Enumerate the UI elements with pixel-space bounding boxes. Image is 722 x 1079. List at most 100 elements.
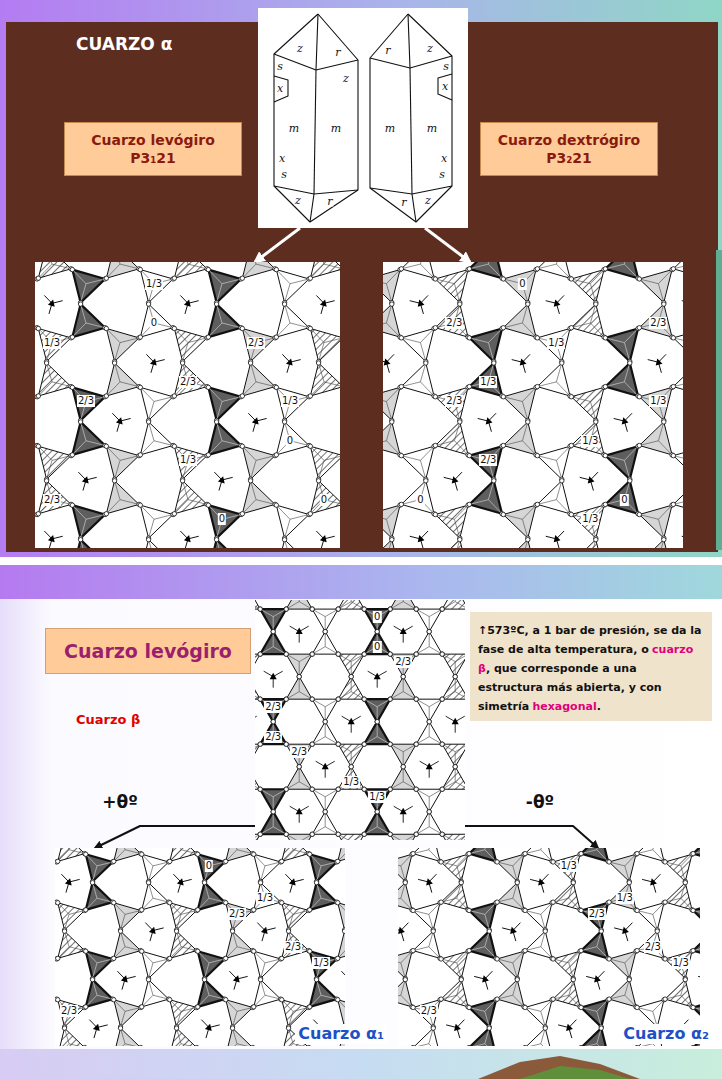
height-label: 1/3 — [581, 513, 599, 525]
height-label: 2/3 — [264, 701, 282, 713]
structure-title: Cuarzo α₁ — [295, 1024, 387, 1044]
rotation-label: -θº — [526, 792, 554, 812]
face-letter: x — [441, 81, 449, 92]
height-label: 1/3 — [312, 957, 330, 969]
height-label: 2/3 — [284, 941, 302, 953]
height-label: 0 — [218, 513, 226, 525]
height-label: 1/3 — [368, 791, 386, 803]
height-label: 1/3 — [547, 337, 565, 349]
heading-box: Cuarzo levógiro — [45, 628, 251, 674]
height-label: 0 — [518, 278, 526, 290]
face-letter: s — [276, 61, 284, 72]
connector-arrow — [465, 826, 598, 848]
height-label: 2/3 — [228, 908, 246, 920]
height-label: 1/3 — [281, 395, 299, 407]
height-label: 1/3 — [479, 376, 497, 388]
height-label: 2/3 — [588, 908, 606, 920]
face-letter: x — [278, 153, 286, 164]
structure-projection: 0 2/3 2/3 1/3 1/3 2/3 1/3 1/3 2/3 0 0 1/3 — [383, 262, 683, 548]
face-letter: z — [426, 43, 434, 54]
note-box: ↑573ºC, a 1 bar de presión, se da la fas… — [470, 612, 712, 721]
slide-body — [0, 599, 722, 1049]
note-text: hexagonal — [532, 700, 596, 713]
tetrahedra-framework — [255, 600, 465, 840]
height-label: 1/3 — [672, 957, 690, 969]
species-name: Cuarzo dextrógiro P3₂21 — [487, 131, 651, 167]
slide-footer — [0, 1049, 722, 1079]
connector-arrow — [95, 826, 255, 848]
height-label: 0 — [150, 317, 158, 329]
slide-title: CUARZO α — [76, 34, 172, 54]
height-label: 0 — [620, 494, 628, 506]
face-letter: x — [440, 153, 448, 164]
height-label: 2/3 — [420, 1005, 438, 1017]
height-label: 2/3 — [445, 317, 463, 329]
crystal-picture — [258, 8, 468, 228]
height-label: 2/3 — [479, 454, 497, 466]
height-label: 0 — [373, 641, 381, 653]
structure-title: Cuarzo α₂ — [620, 1024, 712, 1044]
height-label: 1/3 — [256, 892, 274, 904]
tetrahedra-framework — [383, 262, 683, 548]
face-letter: r — [384, 45, 391, 56]
face-letter: z — [342, 73, 350, 84]
slide-bar — [0, 565, 722, 599]
height-label: 2/3 — [445, 395, 463, 407]
face-letter: r — [326, 196, 333, 207]
height-label: 1/3 — [179, 454, 197, 466]
height-label: 0 — [205, 860, 213, 872]
height-label: 2/3 — [394, 656, 412, 668]
height-label: 1/3 — [581, 435, 599, 447]
height-label: 2/3 — [247, 337, 265, 349]
rotation-label: +θº — [102, 792, 138, 812]
slide-gap — [0, 557, 722, 565]
species-box: Cuarzo levógiro P3₁21 — [64, 122, 242, 176]
height-label: 2/3 — [43, 494, 61, 506]
height-label: 2/3 — [179, 376, 197, 388]
height-label: 2/3 — [649, 317, 667, 329]
height-label: 1/3 — [560, 860, 578, 872]
face-letter: m — [384, 123, 396, 134]
crystal-drawing: zrzsxmmxszrrzsxmmxszr — [258, 8, 468, 228]
slide-frame — [0, 0, 722, 557]
face-letter: r — [400, 197, 407, 208]
height-label: 2/3 — [644, 941, 662, 953]
height-label: 2/3 — [264, 731, 282, 743]
face-letter: m — [426, 123, 438, 134]
height-label: 1/3 — [649, 395, 667, 407]
face-letter: m — [330, 123, 342, 134]
height-label: 2/3 — [60, 1005, 78, 1017]
species-box: Cuarzo dextrógiro P3₂21 — [480, 122, 658, 176]
structure-projection: Cuarzo α₂1/31/32/32/31/32/3 — [398, 848, 700, 1046]
face-letter: z — [424, 195, 432, 206]
connector-arrow — [255, 228, 300, 262]
face-letter: x — [276, 83, 284, 94]
height-label: 0 — [320, 494, 328, 506]
hill-picture — [520, 1066, 630, 1079]
height-label: 0 — [416, 494, 424, 506]
face-letter: m — [288, 123, 300, 134]
face-letter: r — [334, 47, 341, 58]
hill-picture — [478, 1056, 640, 1079]
face-letter: s — [438, 169, 446, 180]
height-label: 1/3 — [145, 278, 163, 290]
slide-heading: Cuarzo levógiro — [54, 639, 242, 663]
face-letter: s — [442, 61, 450, 72]
phase-name: Cuarzo β — [76, 712, 140, 727]
face-letter: z — [296, 43, 304, 54]
structure-projection: 0 0 2/3 2/3 2/3 2/3 1/3 1/3 — [255, 600, 465, 840]
structure-projection: Cuarzo α₁01/32/32/31/32/3 — [55, 848, 345, 1046]
height-label: 2/3 — [77, 395, 95, 407]
height-label: 0 — [286, 435, 294, 447]
note-text: . — [597, 700, 601, 713]
height-label: 1/3 — [616, 892, 634, 904]
side-strip — [716, 250, 722, 550]
height-label: 1/3 — [342, 776, 360, 788]
height-label: 1/3 — [43, 337, 61, 349]
height-label: 0 — [373, 611, 381, 623]
structure-projection: 1/3 0 1/3 2/3 2/3 2/3 1/3 0 1/3 2/3 0 0 — [35, 262, 340, 548]
connector-arrow — [425, 228, 470, 262]
height-label: 2/3 — [290, 746, 308, 758]
face-letter: s — [280, 169, 288, 180]
